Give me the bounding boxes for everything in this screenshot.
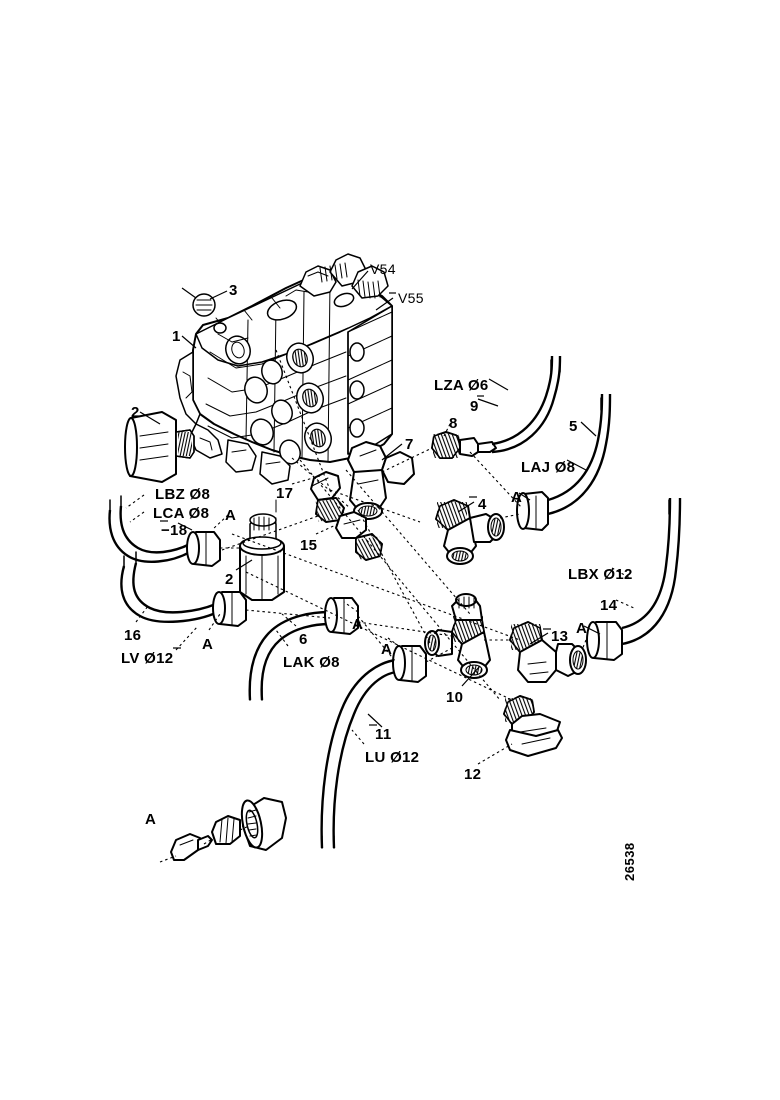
valve-ports [225,335,365,465]
callout-12: 12 [464,766,482,783]
callout-a: A [576,620,588,637]
valve-block-body [175,253,393,485]
callout-17: 17 [276,485,294,502]
fitting-a-laj [516,491,549,531]
callout-10: 10 [446,689,464,706]
callout-4: 4 [478,496,487,513]
hose-lv-12 [120,551,247,627]
callout-lbz-8: LBZ Ø8 [155,486,211,503]
callout-6: 6 [299,631,308,648]
callout-a: A [225,507,237,524]
part-12-clamp [503,695,563,757]
callout-11: 11 [375,726,392,743]
callout-1: 1 [172,328,181,345]
callout-laj-8: LAJ Ø8 [521,459,576,476]
fittings-cluster-17-15 [310,441,415,561]
part-4-tee [435,499,505,565]
hose-lu-12 [320,645,427,849]
part-2-filter-left [124,411,195,483]
assembly-axes [220,349,587,701]
callout-2: 2 [225,571,234,588]
callout-15: 15 [300,537,318,554]
callout-a: A [352,616,364,633]
callout-lza-6: LZA Ø6 [434,377,489,394]
callout-lbx-12: LBX Ø12 [568,566,633,583]
valve-spool-towers [266,253,389,321]
callout-8: 8 [449,415,458,432]
sheet-number: 26538 [622,842,637,881]
callout-a: A [145,811,157,828]
callout-lca-8: LCA Ø8 [153,505,210,522]
callout-lu-12: LU Ø12 [365,749,420,766]
callout-a: A [511,489,523,506]
part-8-hose-end [431,431,497,459]
callout-5: 5 [569,418,578,435]
callout-14: 14 [600,597,618,614]
part-3-plug [192,293,216,317]
hose-lza-6 [491,355,562,454]
callout-2: 2 [131,404,140,421]
callout-v54: V54 [370,261,396,277]
callout-9: 9 [470,398,479,415]
hose-lak-8 [248,597,359,701]
hose-laj-8 [547,393,612,516]
callout-a: A [202,636,214,653]
legend-a-assembly [159,797,287,863]
fitting-a-lbx [586,621,623,661]
part-10-cross [424,593,491,679]
callout-18: −18 [161,522,188,539]
part-13-elbow [509,621,587,683]
callout-3: 3 [229,282,238,299]
callout-7: 7 [405,436,414,453]
leader-lines [125,270,635,765]
callout-16: 16 [124,627,142,644]
callout-lv-12: LV Ø12 [121,650,174,667]
callout-v55: V55 [398,290,424,306]
callout-13: 13 [551,628,569,645]
callout-a: A [381,641,393,658]
hose-lbz-lca-8 [108,495,221,567]
callout-lak-8: LAK Ø8 [283,654,340,671]
hose-lbx-12 [621,497,682,646]
